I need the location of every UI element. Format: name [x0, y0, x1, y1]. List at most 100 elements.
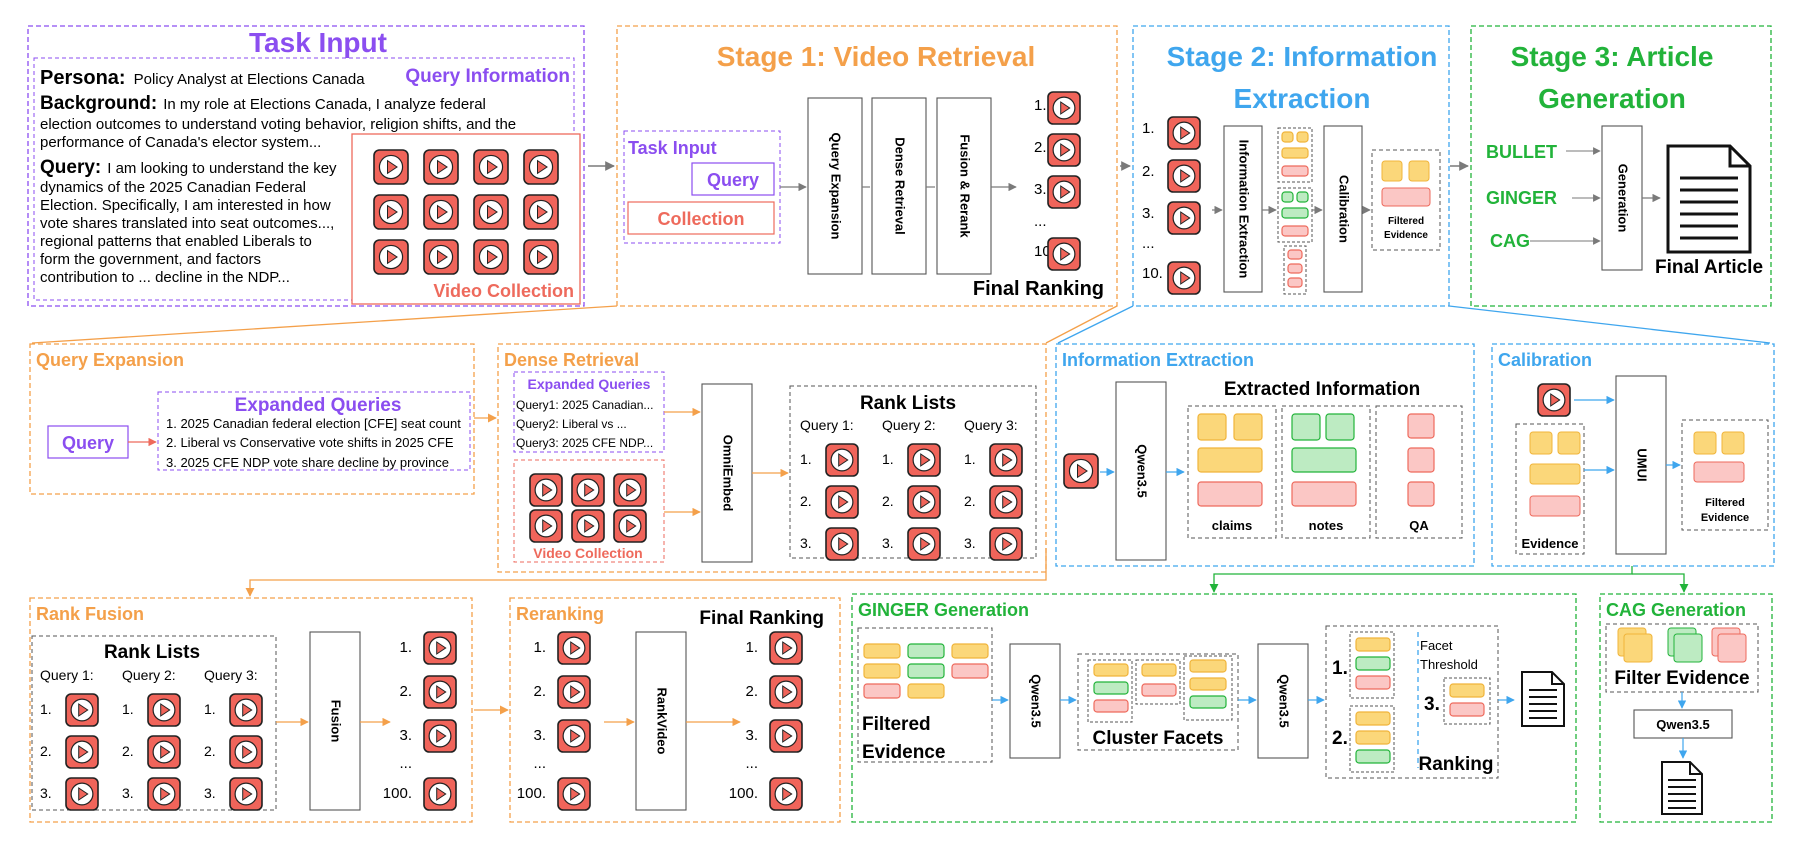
evidence-block — [1281, 207, 1309, 219]
ie-extracted-title: Extracted Information — [1224, 379, 1420, 400]
stage1-rank-label: 1. — [1034, 97, 1047, 114]
video-icon — [423, 239, 459, 275]
rank-list-position: 3. — [964, 535, 976, 551]
video-icon — [1047, 133, 1081, 167]
rank-list-position: 3. — [204, 785, 216, 801]
rank-fusion-panel: Rank Fusion Rank Lists Query 1:1.2.3.Que… — [29, 597, 473, 823]
rank-list-position: 1. — [800, 451, 812, 467]
cag-evidence-stacks — [1617, 627, 1747, 663]
evidence-block — [1093, 699, 1129, 713]
zoom-line-stage1-right — [1045, 305, 1118, 344]
evidence-block — [1296, 191, 1309, 203]
evidence-block — [1281, 165, 1309, 177]
video-icon — [825, 443, 859, 477]
task-input-panel: Task Input Query Information Persona:Pol… — [27, 25, 585, 307]
stage1-rank-label: ... — [1034, 213, 1047, 230]
stage2-filtered-line1: Filtered — [1388, 216, 1424, 227]
rank-list-position: 3. — [882, 535, 894, 551]
video-icon — [1167, 116, 1201, 150]
stage2-rank-list: 1.2.3....10. — [1142, 116, 1201, 295]
cal-filtered-line2: Evidence — [1701, 512, 1749, 524]
video-icon — [769, 631, 803, 665]
qe-item-3: 3. 2025 CFE NDP vote share decline by pr… — [166, 455, 449, 470]
evidence-block — [863, 663, 901, 679]
query-line-2: dynamics of the 2025 Canadian Federal — [40, 179, 306, 196]
dr-query-1: Query1: 2025 Canadian... — [516, 398, 653, 412]
dr-omniembed-box — [701, 383, 753, 563]
stage2-calibration-box — [1323, 125, 1363, 293]
ginger-article-icon — [1521, 671, 1565, 727]
video-icon — [423, 631, 457, 665]
evidence-block — [1291, 413, 1321, 441]
stage1-rank-list: 1.2.3....100. — [1034, 91, 1081, 271]
stage2-calibration-label: Calibration — [1337, 175, 1352, 243]
rank-list-header: Query 2: — [882, 417, 936, 433]
evidence-block — [1291, 447, 1357, 473]
dr-expanded-title: Expanded Queries — [528, 376, 651, 392]
video-icon — [423, 194, 459, 230]
video-icon — [557, 719, 591, 753]
reranking-title: Reranking — [516, 604, 604, 624]
video-icon — [65, 693, 99, 727]
evidence-block — [1291, 481, 1357, 507]
stage3-panel: Stage 3: Article Generation BULLET GINGE… — [1470, 25, 1772, 307]
video-icon — [571, 509, 605, 543]
rank-list-position: 1. — [40, 701, 52, 717]
rank-list-position: 1. — [964, 451, 976, 467]
cag-filter-label: Filter Evidence — [1614, 668, 1749, 689]
qe-item-1: 1. 2025 Canadian federal election [CFE] … — [166, 416, 461, 431]
video-icon — [1537, 383, 1571, 417]
evidence-block — [1449, 702, 1485, 717]
rank-position: 1. — [745, 639, 758, 656]
video-icon — [1167, 201, 1201, 235]
rf-fusion-box — [309, 631, 361, 811]
evidence-block — [863, 643, 901, 659]
video-icon — [989, 485, 1023, 519]
evidence-block — [1407, 413, 1435, 439]
task-input-title: Task Input — [249, 27, 387, 58]
video-icon — [907, 527, 941, 561]
ie-qwen-box — [1115, 381, 1167, 561]
calibration-title: Calibration — [1498, 350, 1592, 370]
video-icon — [423, 149, 459, 185]
rank-position: 2. — [745, 683, 758, 700]
rank-list-position: 2. — [800, 493, 812, 509]
video-icon — [523, 149, 559, 185]
stage1-collection-box — [627, 201, 775, 235]
rank-list-position: 2. — [882, 493, 894, 509]
rank-position: 1. — [533, 639, 546, 656]
dr-rank-lists-title: Rank Lists — [860, 393, 956, 414]
evidence-block — [951, 663, 989, 679]
rr-output-ranks: 1.2.3....100. — [729, 631, 803, 811]
ginger-filtered-grid — [863, 643, 989, 699]
evidence-block — [1287, 263, 1303, 274]
dr-video-grid — [529, 473, 647, 543]
cal-umui-box — [1615, 375, 1667, 555]
ie-qwen-label: Qwen3.5 — [1135, 444, 1150, 497]
stage2-rank-label: ... — [1142, 235, 1155, 252]
video-icon — [557, 675, 591, 709]
stage3-title-line2: Generation — [1538, 83, 1686, 114]
rf-output-ranks: 1.2.3....100. — [383, 631, 457, 811]
ie-category-label: QA — [1409, 518, 1429, 533]
stage2-info-extraction-box — [1223, 125, 1263, 293]
ginger-facet-line1: Facet — [1420, 638, 1453, 653]
query-line-4: vote shares translated into seat outcome… — [40, 215, 334, 232]
rank-list-header: Query 1: — [40, 667, 94, 683]
background-line-2: election outcomes to understand voting b… — [40, 116, 516, 133]
evidence-block — [1189, 695, 1227, 709]
cag-panel: CAG Generation Filter Evidence Qwen3.5 — [1599, 593, 1773, 823]
stage2-rank-label: 10. — [1142, 265, 1163, 282]
dense-retrieval-title: Dense Retrieval — [504, 350, 639, 370]
stage2-rank-label: 2. — [1142, 163, 1155, 180]
cag-title: CAG Generation — [1606, 600, 1746, 620]
stage2-info-extraction-label: Information Extraction — [1237, 140, 1252, 279]
video-icon — [1047, 237, 1081, 271]
rank-list-position: 2. — [204, 743, 216, 759]
video-icon — [423, 719, 457, 753]
evidence-block — [1296, 131, 1309, 143]
background-line-3: performance of Canada's elector system..… — [40, 134, 321, 151]
information-extraction-title: Information Extraction — [1062, 350, 1254, 370]
evidence-block — [1355, 711, 1391, 726]
